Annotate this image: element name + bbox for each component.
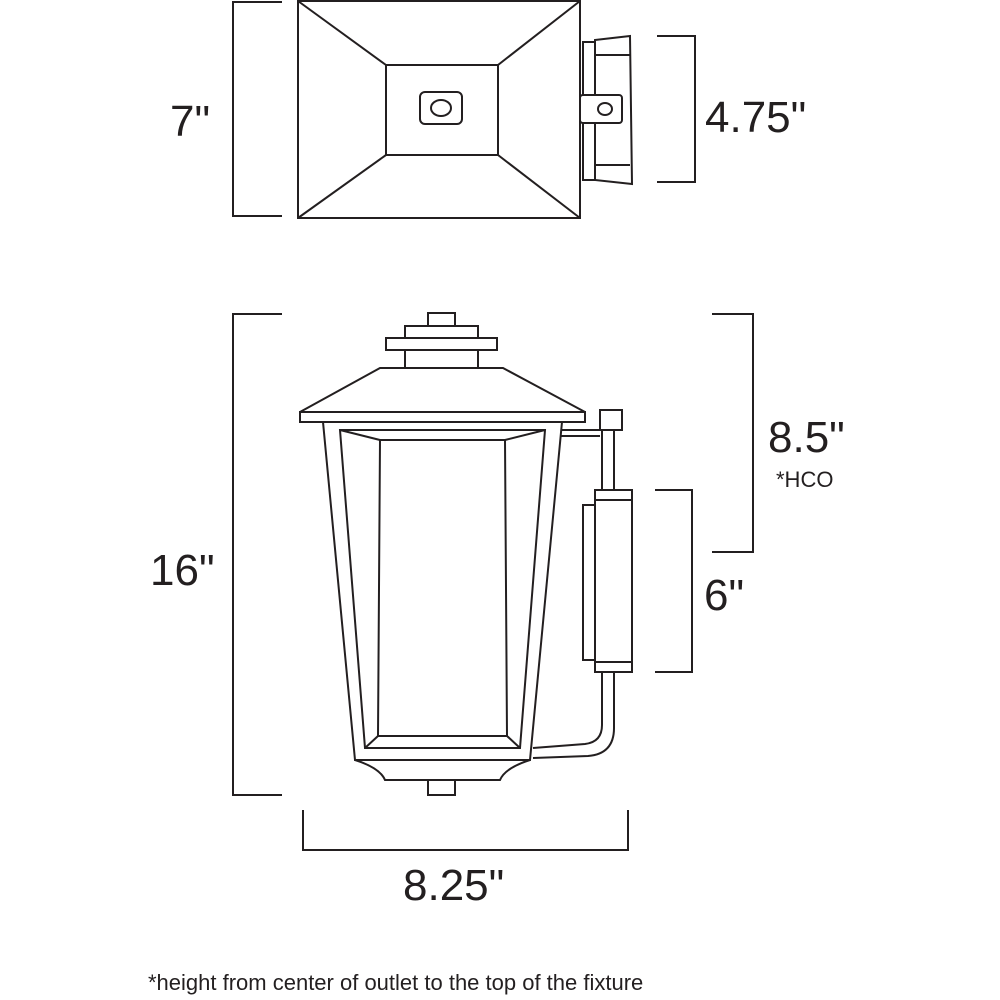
label-height: 16" bbox=[150, 546, 215, 595]
top-view bbox=[297, 0, 634, 219]
label-hco: 8.5" bbox=[768, 413, 845, 462]
label-backplate-height: 6" bbox=[704, 571, 744, 620]
label-width: 8.25" bbox=[403, 861, 504, 910]
side-view bbox=[299, 312, 633, 796]
dimension-lines-top bbox=[232, 1, 696, 217]
footnote: *height from center of outlet to the top… bbox=[148, 970, 643, 995]
label-hco-note: *HCO bbox=[776, 467, 833, 492]
label-backplate-width: 4.75" bbox=[705, 93, 806, 142]
label-top-depth: 7" bbox=[170, 97, 210, 146]
dimension-lines-side bbox=[232, 313, 754, 851]
